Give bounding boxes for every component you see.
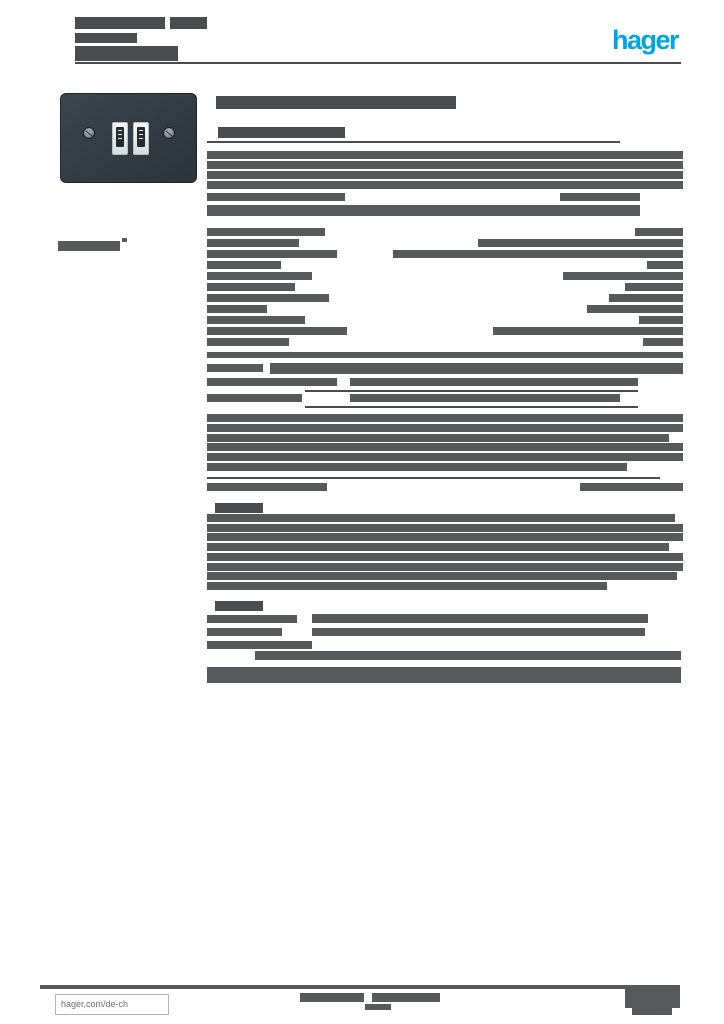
- specB-5-value: [563, 272, 683, 280]
- specB-4-label: [207, 261, 281, 269]
- row2-label: [207, 483, 327, 491]
- para3-line5: [207, 553, 683, 561]
- usb-port-icon: [112, 122, 128, 155]
- specC-2-value: [350, 378, 638, 386]
- footer-right-block-bottom: [632, 1008, 672, 1015]
- para3-line3: [207, 533, 683, 541]
- para3-line4: [207, 543, 669, 551]
- bottom-bar: [207, 667, 681, 683]
- specB-11-value: [643, 338, 683, 346]
- sectionE-header: [215, 503, 263, 513]
- row2-value: [580, 483, 683, 491]
- specB-10-label: [207, 327, 347, 335]
- product-title: [216, 96, 456, 109]
- usb-port-icon: [133, 122, 149, 155]
- para2-line4: [207, 443, 683, 451]
- footer-center-1: [300, 993, 364, 1002]
- header-line-1b: [170, 17, 207, 29]
- specB-5-label: [207, 272, 312, 280]
- specF-1-value: [312, 614, 648, 623]
- specB-8-value: [587, 305, 683, 313]
- specB-2-value: [478, 239, 683, 247]
- screw-icon: [163, 127, 175, 139]
- screw-icon: [83, 127, 95, 139]
- header-line-3: [75, 46, 178, 61]
- para1-line4: [207, 181, 683, 189]
- sectionF-header: [215, 601, 263, 611]
- para3-line2: [207, 524, 683, 532]
- specF-1-label: [207, 615, 297, 623]
- divider-bar: [207, 352, 683, 358]
- specC-rule-2: [305, 406, 638, 408]
- para3-line8: [207, 582, 607, 590]
- specB-8-label: [207, 305, 267, 313]
- specB-7-value: [609, 294, 683, 302]
- para3-line6: [207, 563, 683, 571]
- row1-label: [207, 193, 345, 201]
- specB-10-value: [493, 327, 683, 335]
- para1-line2: [207, 161, 683, 169]
- specF-3-label: [207, 641, 312, 649]
- footer-right-block-top: [625, 987, 680, 1008]
- specF-2-value: [312, 628, 645, 636]
- specC-2-label: [207, 378, 337, 386]
- specC-3-value: [350, 394, 620, 402]
- hager-logo: hager: [586, 25, 680, 56]
- specF-wide: [255, 651, 681, 660]
- specB-9-value: [639, 316, 683, 324]
- specC-rule-1: [305, 390, 638, 392]
- specB-6-label: [207, 283, 295, 291]
- footer-center-2: [372, 993, 440, 1002]
- specB-1-label: [207, 228, 325, 236]
- row1-value: [560, 193, 640, 201]
- specB-11-label: [207, 338, 289, 346]
- para2-line5: [207, 453, 683, 461]
- specF-2-label: [207, 628, 282, 636]
- product-image: [60, 93, 197, 183]
- para1-line1: [207, 151, 683, 159]
- specC-1-label: [207, 364, 263, 372]
- usb-slot: [116, 127, 124, 147]
- specB-6-value: [625, 283, 683, 291]
- variant-label-sup: [122, 238, 127, 242]
- header-line-2: [75, 33, 137, 43]
- header-rule: [75, 62, 681, 64]
- specB-7-label: [207, 294, 329, 302]
- specC-1-value: [270, 363, 683, 374]
- usb-slot: [137, 127, 145, 147]
- specB-1-value: [635, 228, 683, 236]
- para2-line6: [207, 463, 627, 471]
- specB-2-label: [207, 239, 299, 247]
- variant-label: [58, 241, 120, 251]
- header-line-1a: [75, 17, 165, 29]
- footer-website-box: hager.com/de-ch: [55, 994, 169, 1015]
- specB-9-label: [207, 316, 305, 324]
- specB-4-value: [647, 261, 683, 269]
- para2-line2: [207, 424, 683, 432]
- footer-rule: [40, 985, 680, 989]
- para3-line7: [207, 572, 677, 580]
- hager-logo-text: hager: [611, 25, 680, 55]
- para1-line3: [207, 171, 683, 179]
- specC-rule-3: [207, 477, 660, 479]
- specC-3-label: [207, 394, 302, 402]
- footer-website-link[interactable]: hager.com/de-ch: [61, 999, 129, 1009]
- para3-line1: [207, 514, 675, 522]
- section-subheader: [218, 127, 345, 138]
- para2-line3: [207, 434, 669, 442]
- specB-3-label: [207, 250, 337, 258]
- para2-line1: [207, 414, 683, 422]
- wide-bar-1: [207, 205, 640, 216]
- footer-center-3: [365, 1004, 391, 1010]
- subheader-rule: [207, 141, 620, 143]
- specB-3-value: [393, 250, 683, 258]
